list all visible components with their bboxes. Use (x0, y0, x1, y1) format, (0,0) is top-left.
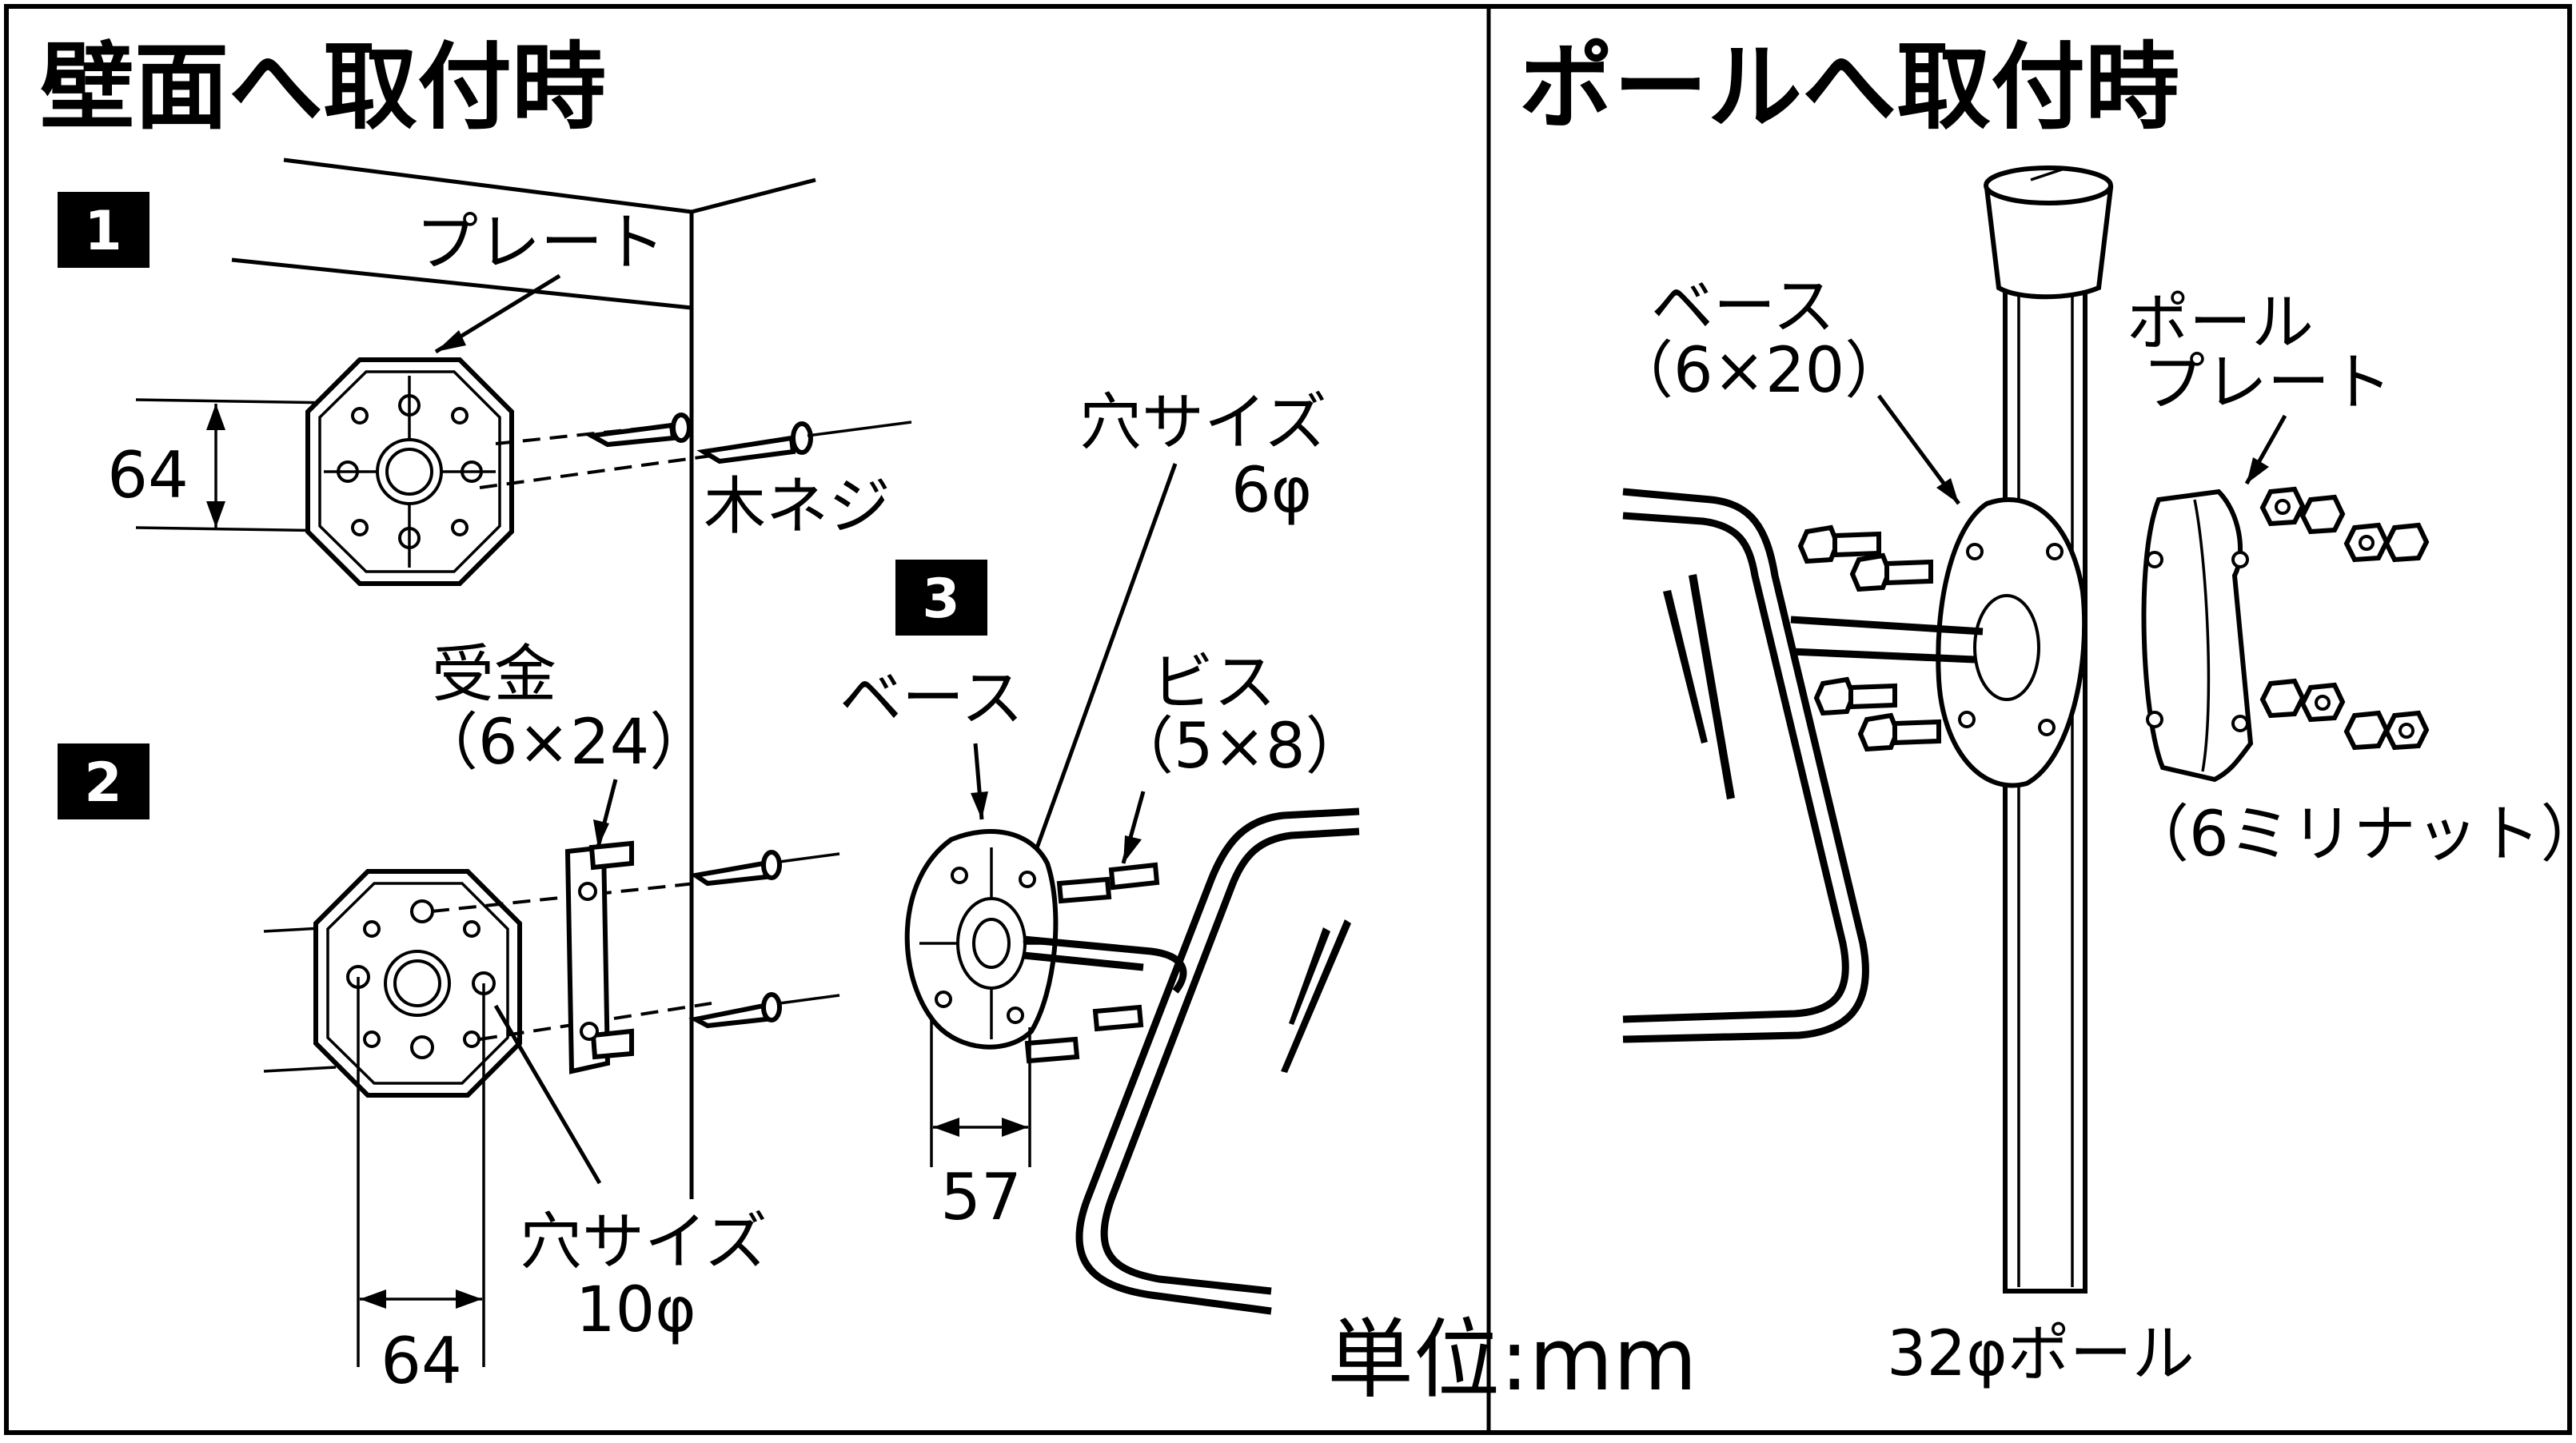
bracket-label-line2: （6×24） (416, 707, 712, 779)
bracket-label-line1: 受金 (432, 639, 556, 711)
unit-label: 単位:mm (1327, 1310, 1697, 1410)
pole (1984, 165, 2114, 1294)
left-panel-title: 壁面へ取付時 (40, 32, 606, 142)
step3-screw-2 (1108, 862, 1160, 891)
pole-plate (2141, 488, 2254, 783)
wood-screw-label: 木ネジ (704, 471, 891, 543)
step-3-badge (895, 560, 987, 636)
step3-screw-label-line2: （5×8） (1111, 711, 1368, 783)
step3-screw-1 (1056, 876, 1112, 904)
pole-base-label-line1: ベース (1651, 271, 1835, 343)
wall-plate-2 (313, 869, 522, 1098)
step3-screw-3 (1092, 1004, 1144, 1032)
outer-frame (4, 4, 2572, 1435)
step-1-badge (58, 192, 150, 268)
bracket-receiver (564, 840, 634, 1074)
step2-hole-label-line2: 10φ (576, 1274, 696, 1346)
wood-screw-3 (689, 850, 782, 887)
step-1: 1 プレート 64 (58, 192, 912, 586)
pole-mirror-base (1936, 497, 2088, 788)
step3-hole-label-line1: 穴サイズ (1079, 387, 1327, 459)
pole-label: 32φポール (1887, 1318, 2195, 1390)
step-2-badge (58, 743, 150, 819)
step-2: 2 受金 （6×24） (58, 639, 840, 1398)
mirror-base (904, 829, 1059, 1050)
wall-plate (305, 357, 514, 586)
step3-screw-4 (1024, 1036, 1080, 1064)
step-3-number: 3 (922, 568, 959, 631)
step-1-number: 1 (84, 200, 122, 263)
pole-plate-label-line2: プレート (2143, 347, 2392, 419)
pole-base-label-line2: （6×20） (1611, 335, 1907, 407)
pole-assembly: ベース （6×20） ポール プレート （6ミリナット） 32φポール (1611, 165, 2576, 1390)
wood-screw-4 (688, 992, 782, 1029)
wall (231, 157, 816, 1199)
step2-hole-label-line1: 穴サイズ (520, 1206, 768, 1278)
pole-mirror-edge (1622, 488, 1869, 1043)
step-3: 3 ベース 穴サイズ 6φ ビス （5×8） (839, 387, 1368, 1315)
step2-dimension: 64 (381, 1324, 462, 1398)
hex-nuts (2259, 486, 2430, 751)
right-panel-title: ポールへ取付時 (1519, 32, 2179, 142)
hex-bolts (1797, 524, 1941, 752)
step3-base-label: ベース (839, 663, 1023, 735)
plate-label: プレート (416, 207, 665, 279)
pole-plate-label-line1: ポール (2127, 287, 2314, 359)
step1-dimension: 64 (107, 438, 189, 512)
step3-dimension: 57 (940, 1160, 1022, 1234)
step3-hole-label-line2: 6φ (1231, 455, 1312, 527)
wood-screw-1 (584, 413, 692, 448)
step-2-number: 2 (84, 751, 122, 815)
mirror-edge-left (1075, 807, 1360, 1315)
wood-screw-2 (696, 421, 813, 464)
step3-screw-label-line1: ビス (1151, 647, 1276, 719)
nut-label: （6ミリナット） (2127, 799, 2576, 871)
